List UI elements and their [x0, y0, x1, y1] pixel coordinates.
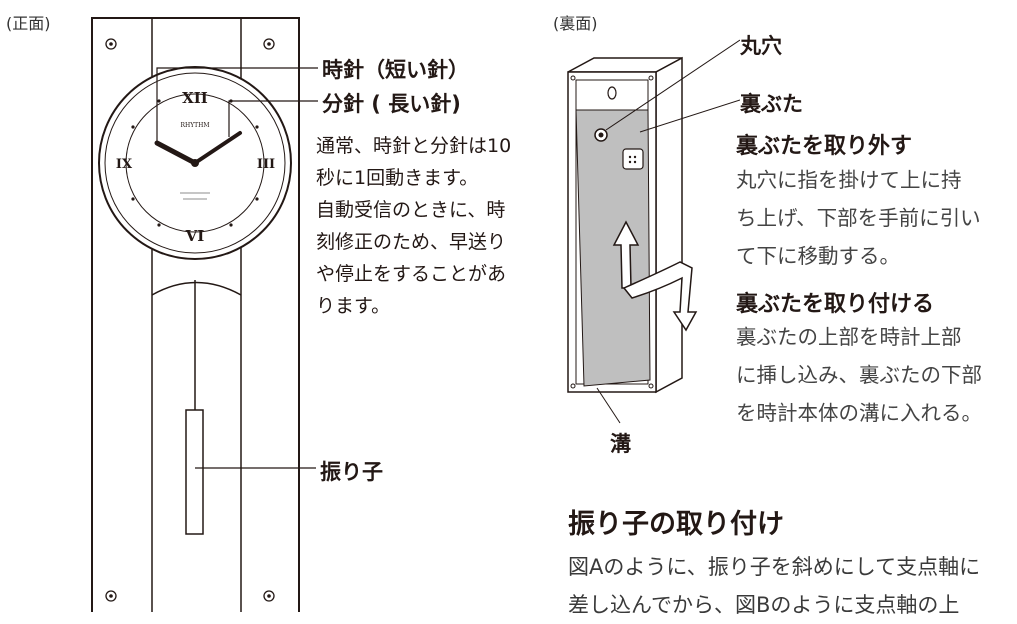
- screw-icon: [105, 38, 275, 602]
- minute-hand: [193, 131, 242, 165]
- pendulum: [185, 280, 204, 535]
- numeral-xii: XII: [182, 89, 208, 107]
- numeral-ix: IX: [116, 157, 133, 172]
- pendulum-section-text: 図Aのように、振り子を斜めにして支点軸に 差し込んでから、図Bのように支点軸の上: [568, 555, 981, 617]
- cover-label: 裏ぶた: [740, 92, 803, 116]
- front-view-label: (正面): [6, 14, 51, 33]
- hour-hand-label: 時針（短い針）: [322, 58, 469, 82]
- front-clock-illustration: XII III VI IX RHYTHM: [91, 17, 318, 612]
- brand-text: RHYTHM: [180, 122, 209, 129]
- attach-cover-heading: 裏ぶたを取り付ける: [736, 292, 935, 317]
- remove-cover-heading: 裏ぶたを取り外す: [736, 134, 913, 159]
- remove-cover-text: 丸穴に指を掛けて上に持 ち上げ、下部を手前に引い て下に移動する。: [736, 168, 981, 268]
- back-clock-illustration: [567, 39, 740, 424]
- clock-dial: XII III VI IX RHYTHM: [98, 66, 292, 260]
- hour-hand: [154, 140, 198, 166]
- numeral-vi: VI: [185, 227, 205, 245]
- hole-label: 丸穴: [740, 34, 782, 58]
- numeral-iii: III: [257, 157, 275, 172]
- groove-label: 溝: [610, 432, 631, 456]
- attach-cover-text: 裏ぶたの上部を時計上部 に挿し込み、裏ぶたの下部 を時計本体の溝に入れる。: [736, 325, 982, 425]
- pull-down-arrow-icon: [622, 261, 698, 332]
- hand-movement-description: 通常、時針と分針は10 秒に1回動きます。 自動受信のときに、時 刻修正のため、…: [316, 135, 512, 317]
- back-view-label: (裏面): [553, 14, 598, 33]
- minute-hand-label: 分針 ( 長い針): [322, 92, 461, 116]
- pendulum-section-title: 振り子の取り付け: [568, 509, 784, 540]
- pendulum-label: 振り子: [320, 460, 383, 484]
